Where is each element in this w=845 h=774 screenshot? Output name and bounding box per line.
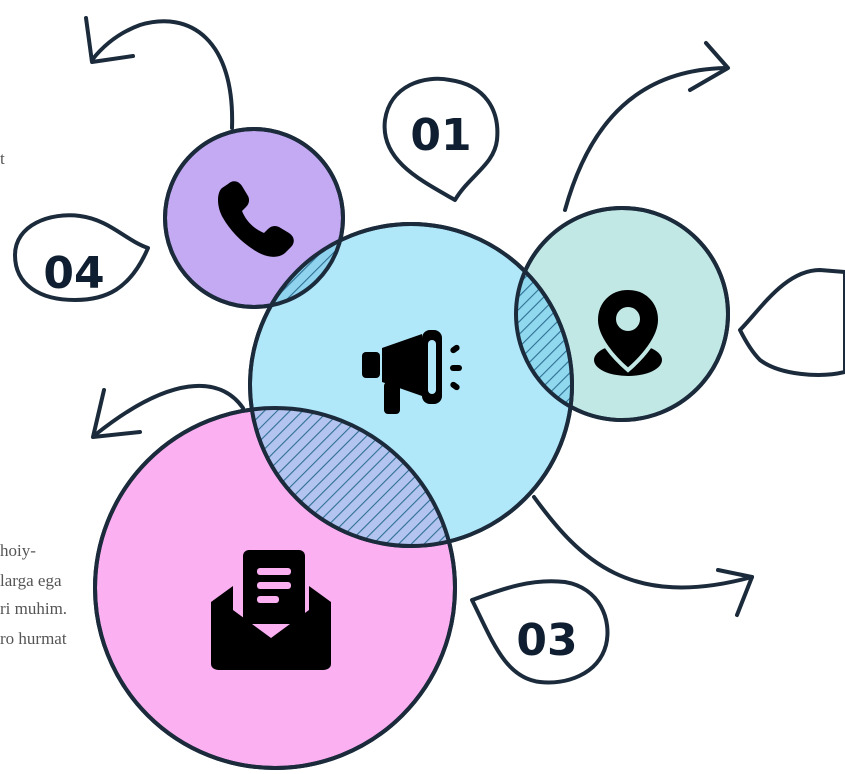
background-text-line4: ro hurmat [0,629,67,648]
email-icon [211,550,331,670]
background-text-line3: ri muhim. [0,599,68,618]
step-number-04: 04 [43,248,104,299]
location-pin-icon [593,285,663,376]
drop-02 [738,268,845,377]
background-text-line1: hoiy- [0,541,36,560]
background-text-line2: larga ega [0,571,62,590]
drop-03 [470,579,610,685]
background-text-corner: t [0,149,5,168]
arrow-email-left [93,383,245,437]
megaphone-icon [362,330,462,414]
step-number-01: 01 [410,110,471,161]
drop-04 [13,213,150,302]
arrow-location-up-head [688,41,730,92]
phone-icon [218,181,294,257]
arrow-megaphone-down [532,495,754,590]
arrow-phone-up [90,19,235,130]
arrow-megaphone-down-head [716,568,754,617]
arrow-phone-up-head [84,16,135,64]
arrow-email-left-head [91,388,142,439]
arrow-location-up [563,66,727,212]
drop-01 [382,76,500,202]
step-number-03: 03 [516,615,577,666]
